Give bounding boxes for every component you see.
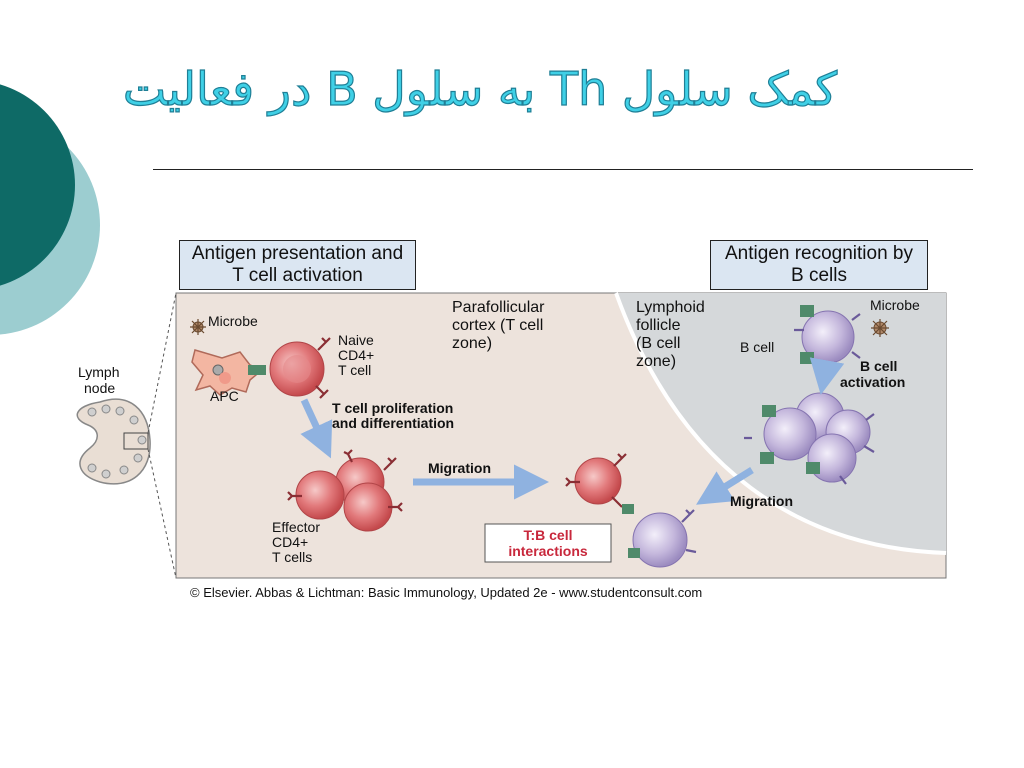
prolif-label-1: T cell proliferation	[332, 400, 453, 416]
mhc-complex	[248, 365, 266, 375]
parafollicular-label-2: cortex (T cell	[452, 317, 543, 334]
migration-left-label: Migration	[428, 460, 491, 476]
arrow-proliferation	[300, 398, 333, 459]
interacting-b-cell	[628, 509, 697, 568]
follicle-label-1: Lymphoid	[636, 299, 705, 316]
tb-label-2: interactions	[508, 543, 588, 559]
activated-b-cells	[744, 392, 875, 485]
tb-interaction-box	[484, 523, 612, 563]
b-activation-label-2: activation	[840, 374, 905, 390]
naive-t-cell	[269, 337, 331, 399]
effector-label-3: T cells	[272, 549, 312, 565]
arrow-migration-right	[696, 467, 754, 505]
lymph-node-icon	[76, 398, 151, 485]
copyright-credit: © Elsevier. Abbas & Lichtman: Basic Immu…	[190, 585, 703, 600]
naive-label-2: CD4+	[338, 347, 374, 363]
apc-label: APC	[210, 388, 239, 404]
microbe-left-label: Microbe	[208, 313, 258, 329]
title-divider	[153, 169, 973, 170]
follicle-label-4: zone)	[636, 353, 676, 370]
parafollicular-label-1: Parafollicular	[452, 299, 545, 316]
naive-label-3: T cell	[338, 362, 371, 378]
slide-title: کمک سلول Th به سلول B در فعالیت	[122, 61, 838, 116]
effector-label-2: CD4+	[272, 534, 308, 550]
b-cell-top	[794, 305, 861, 364]
migrating-t-cell	[565, 453, 634, 514]
follicle-label-3: (B cell	[636, 335, 680, 352]
microbe-right-icon	[871, 319, 889, 337]
microbe-left-icon	[190, 319, 206, 335]
microbe-right-label: Microbe	[870, 297, 920, 313]
follicle-boundary	[614, 292, 947, 555]
b-cell-label: B cell	[740, 339, 774, 355]
dark-teal-circle	[0, 84, 75, 286]
zoom-line-top	[147, 292, 177, 434]
zoom-line-bottom	[147, 448, 177, 579]
lymph-node-label-1: Lymph	[78, 364, 120, 380]
lymph-node-label-2: node	[84, 380, 115, 396]
follicle-label-2: follicle	[636, 317, 681, 334]
migration-right-label: Migration	[730, 493, 793, 509]
effector-label-1: Effector	[272, 519, 320, 535]
b-activation-label-1: B cell	[860, 358, 897, 374]
header-antigen-recognition: Antigen recognition by B cells	[710, 240, 928, 290]
decorative-circles	[0, 84, 100, 335]
naive-label-1: Naive	[338, 332, 374, 348]
header-antigen-presentation: Antigen presentation and T cell activati…	[179, 240, 416, 290]
parafollicular-label-3: zone)	[452, 335, 492, 352]
tb-label-1: T:B cell	[523, 527, 572, 543]
arrow-b-activation	[809, 357, 845, 395]
effector-t-cells	[287, 449, 403, 532]
prolif-label-2: and differentiation	[332, 415, 454, 431]
apc-cell	[191, 349, 264, 396]
